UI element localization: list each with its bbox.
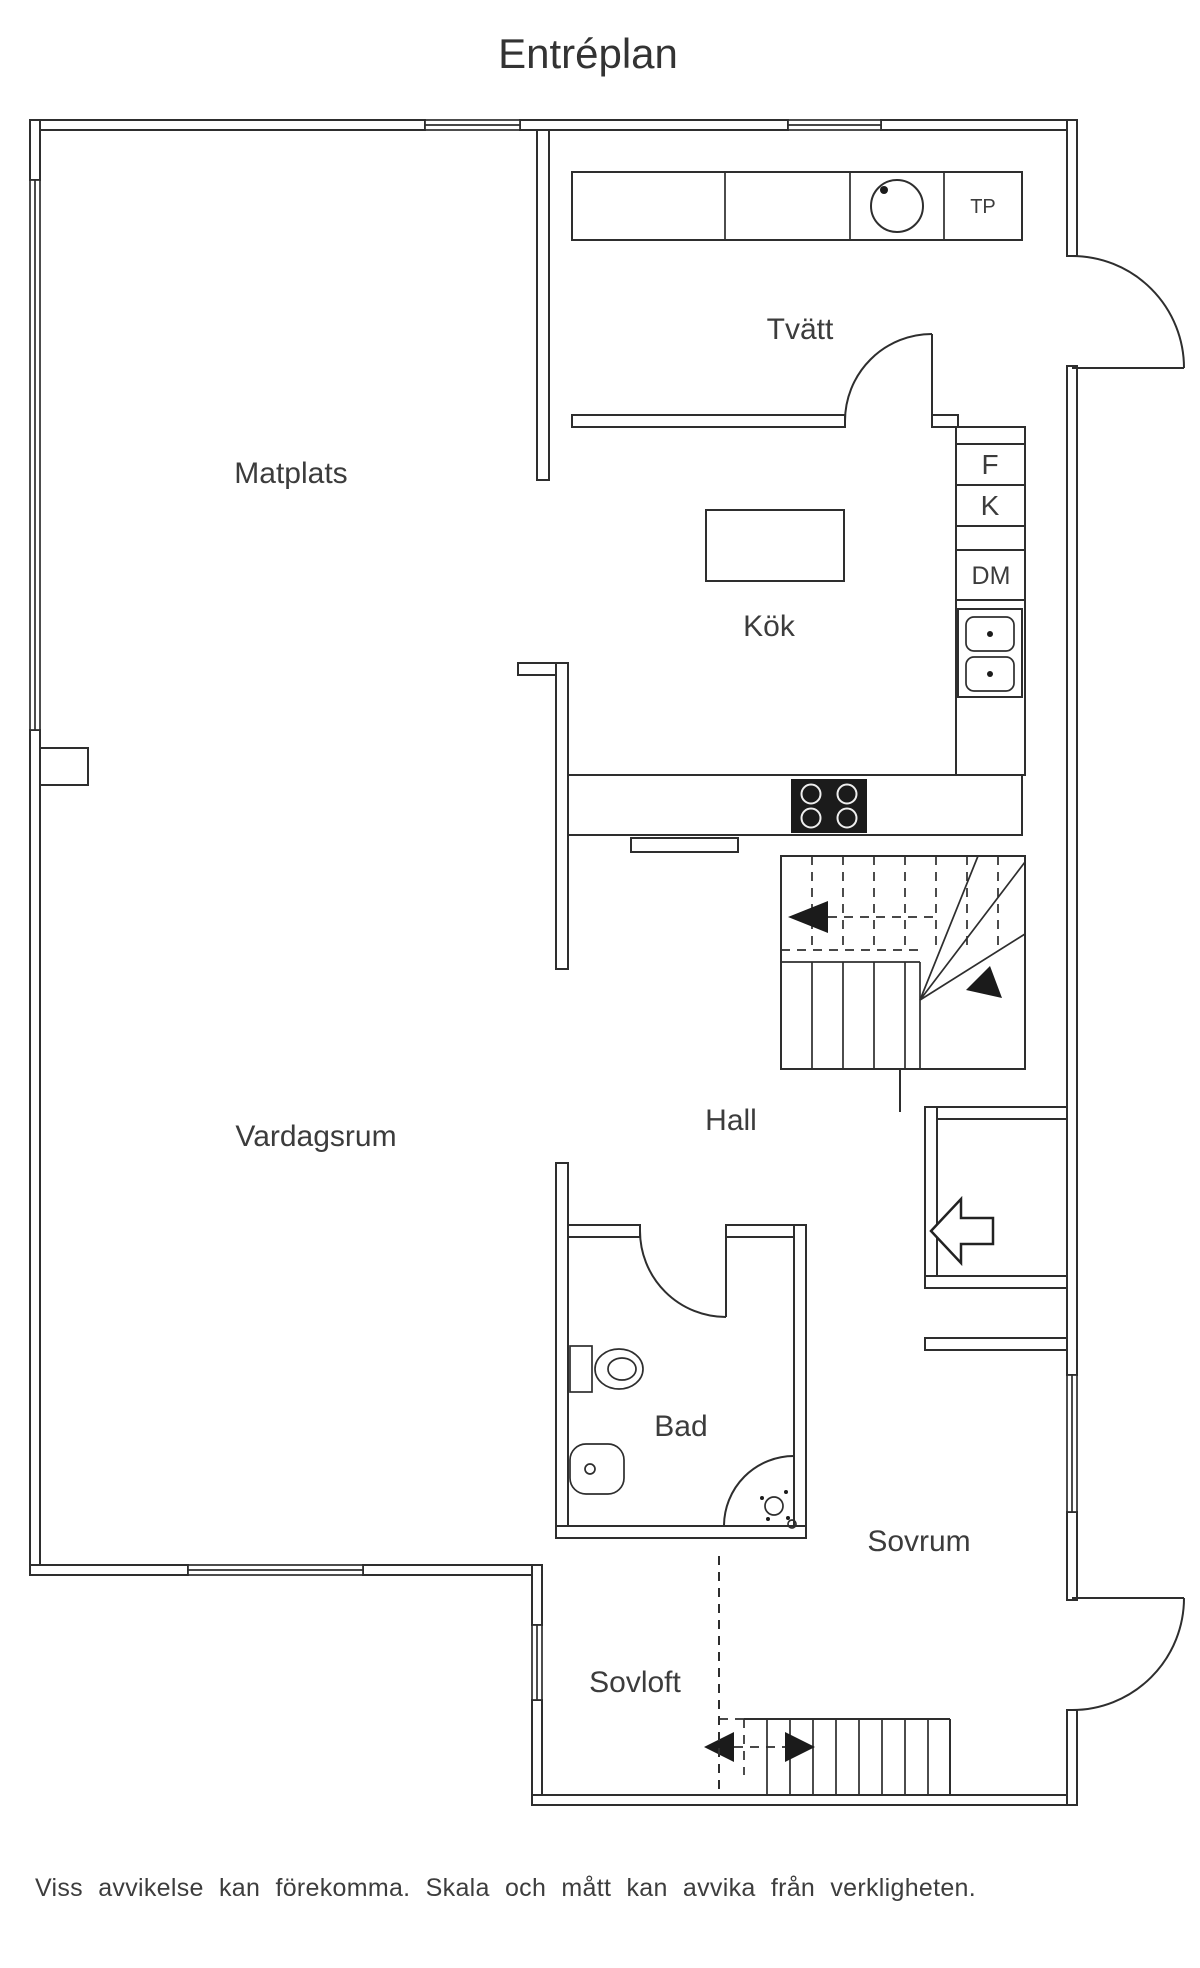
bedroom-top-wall — [924, 1337, 1068, 1351]
fridge-box — [955, 484, 1026, 527]
window-bottom-left — [187, 1564, 364, 1576]
door-bathroom — [639, 1230, 727, 1318]
cooktop-icon — [791, 779, 867, 833]
main-staircase — [780, 855, 1026, 1070]
room-label-bad: Bad — [654, 1410, 707, 1443]
window-top-1 — [424, 119, 521, 131]
laundry-counter — [571, 171, 1023, 241]
disclaimer-text: Viss avvikelse kan förekomma. Skala och … — [35, 1874, 977, 1902]
room-label-matplats: Matplats — [234, 457, 347, 490]
wall-pier — [39, 747, 89, 786]
loft-staircase — [704, 1718, 951, 1795]
kitchen-cabinets — [955, 426, 1026, 776]
room-labels: Matplats Tvätt Kök Hall Vardagsrum Bad S… — [234, 196, 1010, 1699]
kitchen-island — [705, 509, 845, 582]
room-label-tvatt: Tvätt — [767, 313, 834, 346]
door-laundry — [844, 333, 933, 422]
stair-turn-arrow — [966, 966, 1002, 998]
door-exterior-top-right — [1071, 255, 1185, 369]
bathroom-fixtures — [569, 1345, 797, 1529]
toilet-icon — [569, 1345, 644, 1393]
label-freezer: F — [981, 449, 998, 480]
entrance-arrow-icon — [929, 1195, 995, 1267]
entry-niche-walls — [924, 1106, 1068, 1351]
kitchen-counter — [567, 774, 1023, 836]
window-sovloft-left — [531, 1624, 543, 1701]
window-left-long — [29, 179, 41, 731]
stair-up-arrow — [788, 901, 828, 933]
label-tp: TP — [970, 196, 996, 218]
label-dishwasher: DM — [972, 562, 1011, 590]
kitchen-sink-icon — [957, 608, 1023, 698]
loft-stair-arrow-right — [785, 1732, 815, 1762]
window-top-2 — [787, 119, 882, 131]
room-label-kok: Kök — [743, 610, 796, 643]
washing-machine-icon — [870, 179, 924, 233]
plan-title: Entréplan — [498, 30, 678, 77]
label-fridge: K — [981, 490, 1000, 521]
shower-icon — [723, 1455, 797, 1529]
window-right — [1066, 1374, 1078, 1513]
room-label-vardagsrum: Vardagsrum — [235, 1120, 396, 1153]
windows — [29, 119, 1078, 1701]
dishwasher-box — [955, 549, 1026, 601]
loft-stair-arrow-left — [704, 1732, 734, 1762]
room-label-sovloft: Sovloft — [589, 1666, 681, 1699]
room-label-hall: Hall — [705, 1104, 757, 1137]
door-exterior-bottom-right — [1071, 1597, 1185, 1711]
room-label-sovrum: Sovrum — [867, 1525, 970, 1558]
bathroom-sink-icon — [569, 1443, 625, 1495]
